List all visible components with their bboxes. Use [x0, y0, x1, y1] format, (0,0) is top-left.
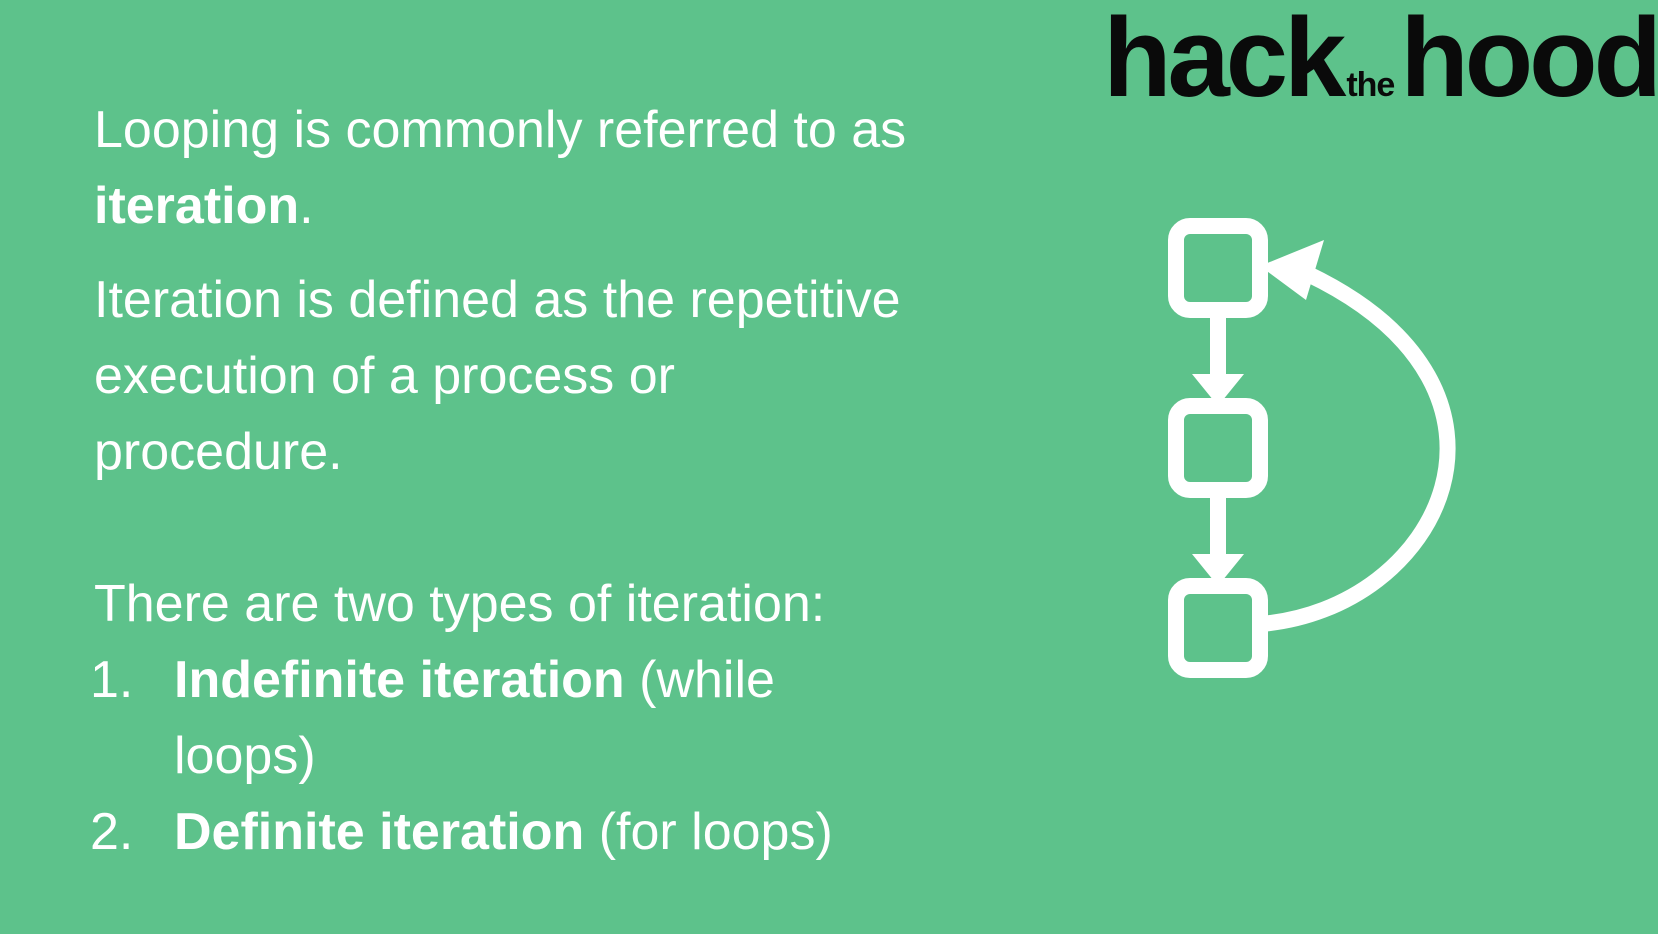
list-item-text: Indefinite iteration (while loops)	[174, 642, 914, 794]
paragraph-looping-text: Looping is commonly referred to as	[94, 101, 907, 159]
list-item-rest: (for loops)	[584, 803, 833, 861]
list-item: 2. Definite iteration (for loops)	[90, 794, 914, 870]
list-item-bold: Indefinite iteration	[174, 651, 625, 709]
flowchart-loop-arrowhead	[1260, 240, 1324, 300]
flowchart-box-middle	[1168, 398, 1268, 498]
hack-the-hood-logo: hack the hood	[1103, 0, 1658, 114]
list-item-text: Definite iteration (for loops)	[174, 794, 914, 870]
flowchart-arrowhead-1	[1192, 374, 1244, 406]
paragraph-iteration-definition: Iteration is defined as the repetitive e…	[94, 271, 901, 481]
flowchart-box-top	[1168, 218, 1268, 318]
logo-part-hood: hood	[1400, 0, 1658, 120]
list-item: 1. Indefinite iteration (while loops)	[90, 642, 914, 794]
list-item-number: 1.	[90, 651, 134, 709]
term-iteration: iteration	[94, 177, 300, 235]
paragraph-iteration-types: There are two types of iteration:	[94, 575, 826, 633]
slide-body: Looping is commonly referred to as itera…	[90, 92, 914, 870]
flowchart-box-bottom	[1168, 578, 1268, 678]
paragraph-looping: Looping is commonly referred to as itera…	[94, 92, 914, 244]
list-item-bold: Definite iteration	[174, 803, 585, 861]
list-item-number: 2.	[90, 803, 134, 861]
paragraph-looping-period: .	[299, 177, 314, 235]
iteration-types-list: 1. Indefinite iteration (while loops) 2.…	[90, 642, 914, 870]
logo-part-hack: hack	[1103, 0, 1346, 120]
list-item-rest: (while loops)	[174, 651, 775, 785]
flowchart-loop-arc	[1252, 266, 1456, 632]
logo-part-the: the	[1346, 66, 1395, 104]
loop-flowchart-icon	[1168, 218, 1456, 678]
flowchart-arrowhead-2	[1192, 554, 1244, 586]
